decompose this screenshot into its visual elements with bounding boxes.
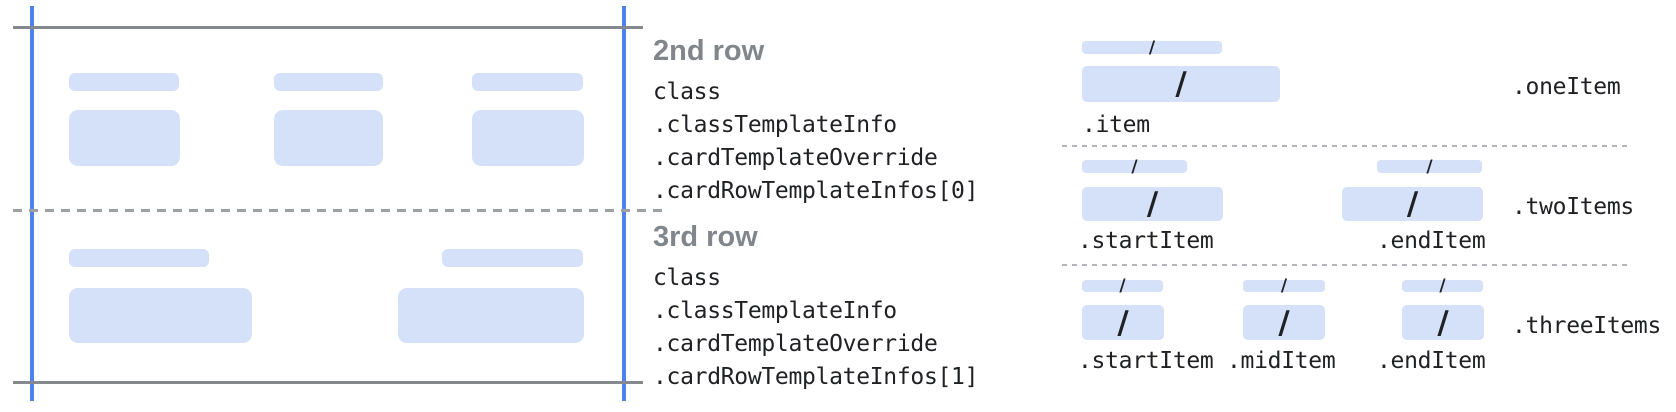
field-label-placeholder bbox=[69, 249, 209, 267]
row3-path-line: .cardTemplateOverride bbox=[653, 331, 938, 357]
field-label-placeholder bbox=[274, 73, 383, 91]
layout-group-name: .threeItems bbox=[1512, 313, 1662, 339]
field-label-placeholder bbox=[69, 73, 179, 91]
field-label-placeholder bbox=[472, 73, 583, 91]
row3-path-line: .classTemplateInfo bbox=[653, 298, 897, 324]
layout-group-name: .twoItems bbox=[1512, 194, 1634, 220]
item-label-placeholder: / bbox=[1402, 278, 1483, 295]
field-value-placeholder bbox=[472, 110, 584, 166]
row2-path-line: .classTemplateInfo bbox=[653, 112, 897, 138]
item-field-label: .endItem bbox=[1377, 348, 1486, 374]
row2-title: 2nd row bbox=[653, 35, 765, 67]
item-value-placeholder: / bbox=[1082, 305, 1164, 340]
row3-path-line: .cardRowTemplateInfos[1] bbox=[653, 364, 979, 390]
row2-path-line: .cardTemplateOverride bbox=[653, 145, 938, 171]
row2-annotation: 2nd row class .classTemplateInfo .cardTe… bbox=[653, 36, 978, 208]
item-value-placeholder: / bbox=[1082, 66, 1280, 102]
item-value-placeholder: / bbox=[1243, 305, 1325, 340]
row3-title: 3rd row bbox=[653, 221, 758, 253]
item-label-placeholder: / bbox=[1082, 158, 1187, 175]
field-value-placeholder bbox=[398, 288, 584, 343]
field-value-placeholder bbox=[69, 110, 180, 166]
item-field-label: .endItem bbox=[1377, 228, 1486, 254]
item-value-placeholder: / bbox=[1082, 187, 1223, 221]
group-separator-dashed-line bbox=[1062, 264, 1632, 266]
card-wireframe bbox=[0, 0, 680, 412]
item-label-placeholder: / bbox=[1377, 158, 1482, 175]
layout-group-name: .oneItem bbox=[1512, 74, 1621, 100]
row3-annotation: 3rd row class .classTemplateInfo .cardTe… bbox=[653, 222, 978, 394]
guide-hline-top bbox=[13, 26, 643, 29]
item-label-placeholder: / bbox=[1082, 39, 1222, 56]
guide-vline-left bbox=[30, 6, 34, 401]
row2-path-line: .cardRowTemplateInfos[0] bbox=[653, 178, 979, 204]
group-separator-dashed-line bbox=[1062, 145, 1632, 147]
item-label-placeholder: / bbox=[1243, 278, 1325, 295]
item-label-placeholder: / bbox=[1082, 278, 1163, 295]
row3-path-line: class bbox=[653, 265, 721, 291]
guide-hline-bottom bbox=[13, 381, 643, 384]
item-field-label: .startItem bbox=[1078, 228, 1214, 254]
item-field-label: .midItem bbox=[1227, 348, 1336, 374]
guide-vline-right bbox=[622, 6, 626, 401]
row-divider-dashed-line bbox=[13, 209, 666, 212]
row2-path-line: class bbox=[653, 79, 721, 105]
field-value-placeholder bbox=[274, 110, 383, 166]
field-value-placeholder bbox=[69, 288, 252, 343]
item-field-label: .item bbox=[1082, 112, 1150, 138]
field-label-placeholder bbox=[442, 249, 583, 267]
item-field-label: .startItem bbox=[1078, 348, 1214, 374]
item-value-placeholder: / bbox=[1342, 187, 1483, 221]
item-value-placeholder: / bbox=[1402, 305, 1484, 340]
